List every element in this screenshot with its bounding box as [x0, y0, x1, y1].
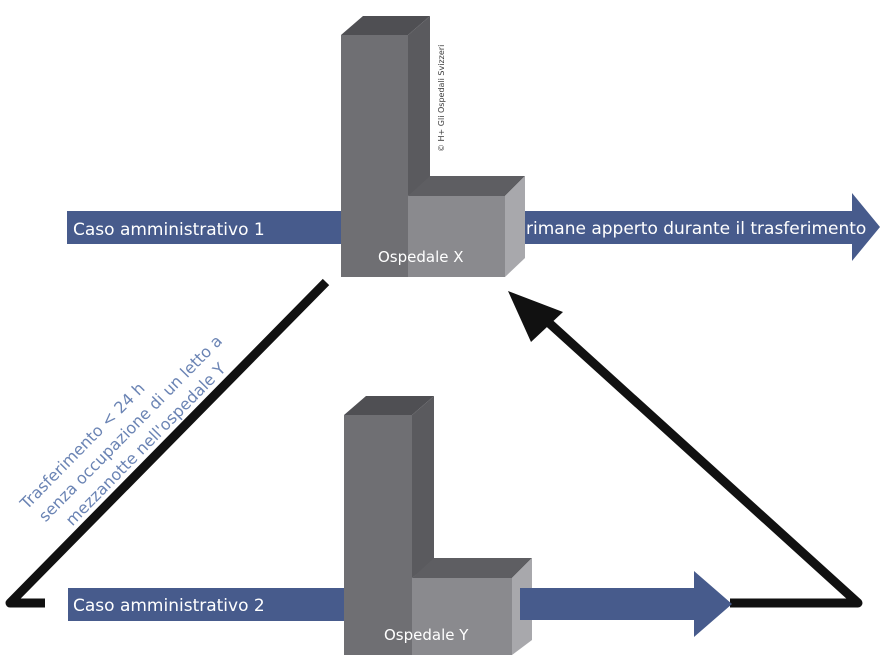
case-2-band	[68, 588, 344, 621]
hospital-y-building	[344, 396, 532, 655]
remains-open-label: rimane apperto durante il trasferimento	[526, 219, 866, 239]
transfer-line-2: senza occupazione di un letto a	[35, 331, 226, 525]
transfer-line-1: Trasferimento < 24 h	[16, 379, 149, 514]
transfer-path-left	[5, 278, 330, 608]
transfer-path-bottom-right	[544, 318, 863, 608]
case-2-exit-arrow	[520, 571, 732, 637]
case-2-label: Caso amministrativo 2	[73, 596, 265, 616]
hospital-x-building	[341, 16, 525, 277]
remains-open-arrow	[516, 193, 880, 261]
hospital-y-label: Ospedale Y	[384, 626, 469, 644]
case-1-label: Caso amministrativo 1	[73, 220, 265, 240]
return-arrowhead	[508, 291, 563, 342]
hospital-x-label: Ospedale X	[378, 248, 464, 266]
copyright-text: © H+ Gli Ospedali Svizzeri	[437, 45, 446, 152]
case-1-band	[67, 211, 347, 244]
transfer-note: Trasferimento < 24 h senza occupazione d…	[16, 331, 230, 529]
